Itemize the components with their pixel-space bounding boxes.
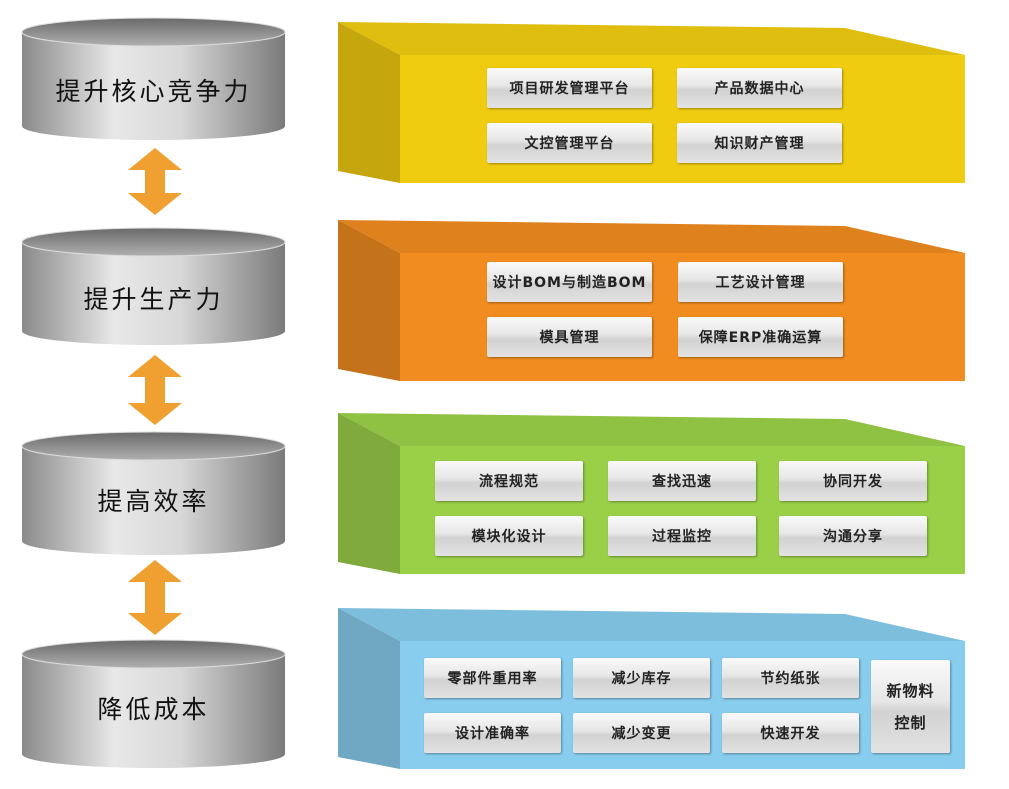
- item-box: 节约纸张: [722, 658, 859, 698]
- item-box: 沟通分享: [779, 516, 927, 556]
- item-box: 快速开发: [722, 713, 859, 753]
- double-arrow-icon: [128, 355, 182, 425]
- cylinder-label: 降低成本: [97, 695, 210, 724]
- item-box: 过程监控: [608, 516, 756, 556]
- double-arrow-icon: [128, 560, 182, 635]
- item-box: 项目研发管理平台: [487, 68, 652, 108]
- item-box: 协同开发: [779, 461, 927, 501]
- item-box: 减少库存: [573, 658, 710, 698]
- cylinder-2: [21, 227, 286, 346]
- cylinder-4: [21, 639, 286, 768]
- item-box: 设计BOM与制造BOM: [487, 262, 652, 302]
- item-box: 保障ERP准确运算: [678, 317, 843, 357]
- cylinder-label: 提升核心竞争力: [55, 77, 252, 106]
- item-box: 新物料控制: [871, 660, 950, 753]
- item-box: 文控管理平台: [487, 123, 652, 163]
- item-box: 减少变更: [573, 713, 710, 753]
- item-box: 工艺设计管理: [678, 262, 843, 302]
- item-box: 设计准确率: [424, 713, 561, 753]
- double-arrow-icon: [128, 148, 182, 215]
- item-box: 知识财产管理: [677, 123, 842, 163]
- item-box: 模块化设计: [435, 516, 583, 556]
- item-box: 产品数据中心: [677, 68, 842, 108]
- item-box: 流程规范: [435, 461, 583, 501]
- cylinder-label: 提高效率: [97, 487, 210, 516]
- cylinder-label: 提升生产力: [83, 285, 224, 314]
- cylinder-1: [21, 17, 286, 140]
- item-box: 模具管理: [487, 317, 652, 357]
- item-box: 零部件重用率: [424, 658, 561, 698]
- item-box: 查找迅速: [608, 461, 756, 501]
- cylinder-3: [21, 431, 286, 556]
